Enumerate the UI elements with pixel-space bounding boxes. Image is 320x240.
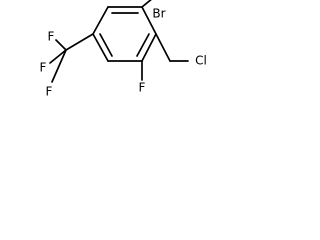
bond-c-br	[141, 0, 152, 8]
ring-fluorine-label: F	[139, 81, 146, 95]
ring-bond-right	[141, 33, 157, 62]
chlorine-label: Cl	[195, 54, 207, 68]
ring-double-bond-left	[99, 33, 113, 57]
bromine-label: Br	[152, 7, 165, 21]
bond-ring-cf3	[65, 33, 94, 51]
ring-double-bond-right	[136, 33, 150, 57]
trifluoromethyl-fluorine-left-label: F	[40, 61, 47, 75]
ring-bond-bottom-left	[92, 33, 109, 62]
trifluoromethyl-fluorine-bottom-label: F	[46, 85, 53, 99]
ring-bond-top-right	[141, 6, 157, 35]
trifluoromethyl-fluorine-top-label: F	[48, 30, 55, 44]
bond-cf3-f-left	[49, 49, 67, 64]
ring-bond-top-left	[92, 6, 109, 35]
bond-ring-ch2	[155, 33, 171, 62]
structure-canvas: Br Cl F F F F	[0, 0, 226, 138]
chemical-structure-diagram: Br Cl F F F F	[40, 0, 207, 99]
bond-cf3-f-bottom	[51, 49, 67, 83]
benzene-ring	[92, 6, 157, 62]
bond-cf3-f-top	[55, 39, 67, 51]
